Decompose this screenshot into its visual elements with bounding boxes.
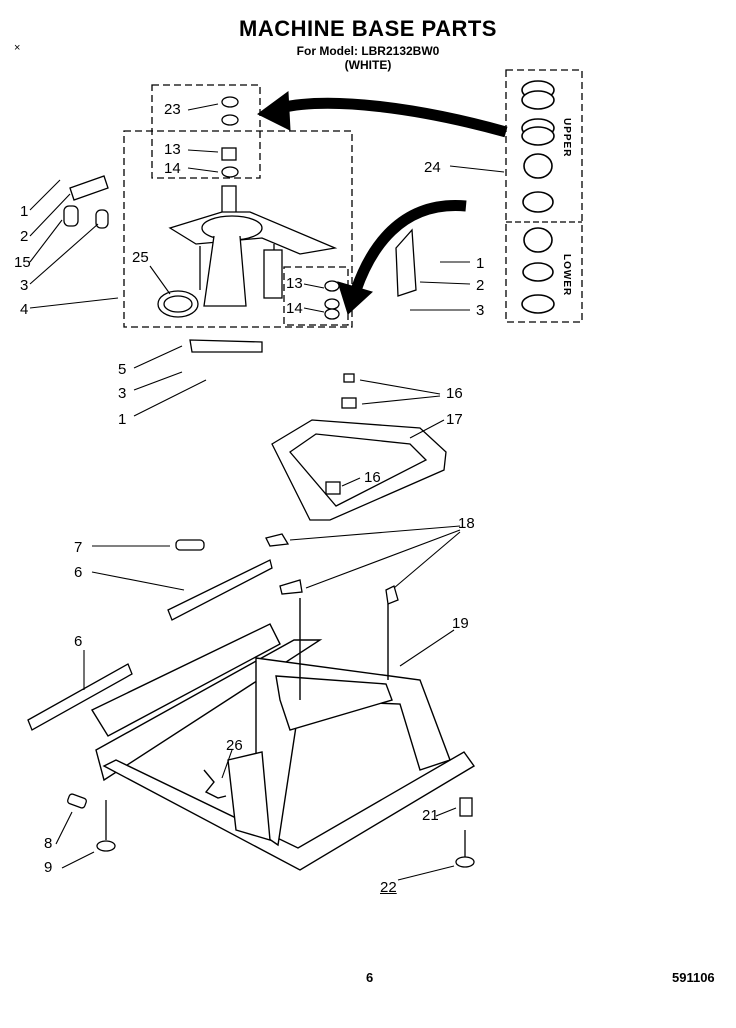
callout-1-right: 1 (476, 255, 485, 272)
callout-22: 22 (380, 879, 397, 896)
gearcase-assembly (63, 175, 417, 353)
lower-group-label: LOWER (561, 254, 572, 297)
box-seal-kit (505, 69, 583, 323)
callout-3-right: 3 (476, 302, 485, 319)
braces (27, 559, 273, 731)
leveling-feet (67, 793, 475, 868)
callout-2-right: 2 (476, 277, 485, 294)
callout-13-top: 13 (164, 141, 181, 158)
callout-1-left: 1 (20, 203, 29, 220)
callout-7: 7 (74, 539, 83, 556)
callout-19: 19 (452, 615, 469, 632)
page-number: 6 (366, 970, 374, 985)
callout-16-top: 16 (446, 385, 463, 402)
callout-9: 9 (44, 859, 53, 876)
callout-2-left: 2 (20, 228, 29, 245)
upper-group-label: UPPER (561, 118, 572, 158)
callout-26: 26 (226, 737, 243, 754)
document-number: 591106 (672, 970, 715, 985)
callout-25: 25 (132, 249, 149, 266)
callout-14-top: 14 (164, 160, 181, 177)
callout-17: 17 (446, 411, 463, 428)
tub-support-frame (271, 373, 447, 521)
callout-13-small: 13 (286, 275, 303, 292)
clips (175, 533, 399, 605)
callout-6-upper: 6 (74, 564, 83, 581)
box-gearcase-group (123, 130, 353, 328)
callout-6-lower: 6 (74, 633, 83, 650)
top-parts (221, 96, 239, 178)
callout-16-mid: 16 (364, 469, 381, 486)
big-arrows (257, 91, 508, 315)
callout-8: 8 (44, 835, 53, 852)
leader-lines (29, 103, 505, 881)
callout-21: 21 (422, 807, 439, 824)
corner-mark: × (14, 42, 21, 54)
callout-18: 18 (458, 515, 475, 532)
callout-5: 5 (118, 361, 127, 378)
callout-15: 15 (14, 254, 31, 271)
callout-3-mid: 3 (118, 385, 127, 402)
seal-rings (521, 80, 555, 314)
color-line: (WHITE) (344, 58, 392, 72)
page-title: MACHINE BASE PARTS (239, 16, 497, 41)
model-line: For Model: LBR2132BW0 (296, 44, 440, 58)
callout-1-mid: 1 (118, 411, 127, 428)
callout-14-small: 14 (286, 300, 303, 317)
callout-24: 24 (424, 159, 441, 176)
base-frame (90, 598, 476, 871)
callout-3-left: 3 (20, 277, 29, 294)
callout-4: 4 (20, 301, 29, 318)
callout-23: 23 (164, 101, 181, 118)
